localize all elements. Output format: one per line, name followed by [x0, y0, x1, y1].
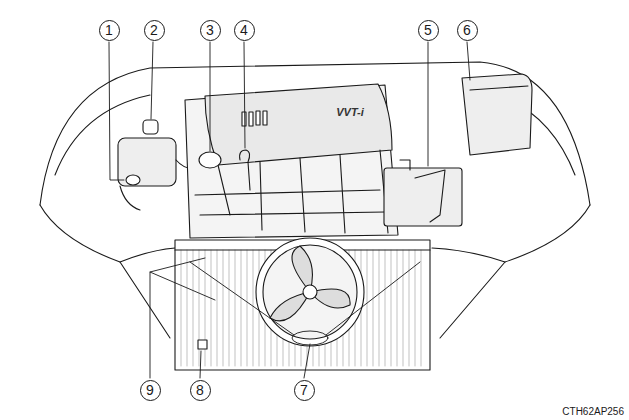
washer-cap [126, 175, 140, 185]
callout-number: 1 [99, 20, 120, 41]
callout-number: 4 [234, 20, 255, 41]
fuse-box [462, 74, 532, 155]
callout-number: 3 [200, 20, 221, 41]
figure-code: CTH62AP256 [562, 406, 624, 417]
leader-lines [109, 42, 470, 378]
dipstick [240, 150, 250, 190]
callout-number: 9 [140, 380, 161, 401]
battery-clamp [400, 160, 445, 222]
hoses [120, 160, 195, 210]
engine-detail [218, 150, 388, 233]
callout-number: 2 [144, 20, 165, 41]
fan [263, 245, 357, 339]
radiator [175, 240, 430, 370]
callout-number: 5 [418, 20, 439, 41]
engine-logo-text: VVT-i [334, 106, 366, 118]
fan-blades [270, 246, 350, 321]
callout-number: 8 [190, 380, 211, 401]
reservoir-cap [143, 120, 158, 134]
fan-hub [303, 285, 317, 299]
engine-detail [195, 190, 385, 215]
fan-shroud [256, 238, 364, 346]
drain-cock [198, 340, 207, 349]
oil-filler-cap [199, 152, 221, 168]
cover-ribs [242, 111, 267, 126]
coolant-reservoir [118, 138, 176, 186]
callout-number: 7 [294, 380, 315, 401]
battery [384, 168, 462, 226]
callout-number: 6 [457, 20, 478, 41]
fuse-box-lid [470, 86, 528, 90]
engine-block [185, 85, 398, 238]
engine-cover [205, 84, 392, 165]
